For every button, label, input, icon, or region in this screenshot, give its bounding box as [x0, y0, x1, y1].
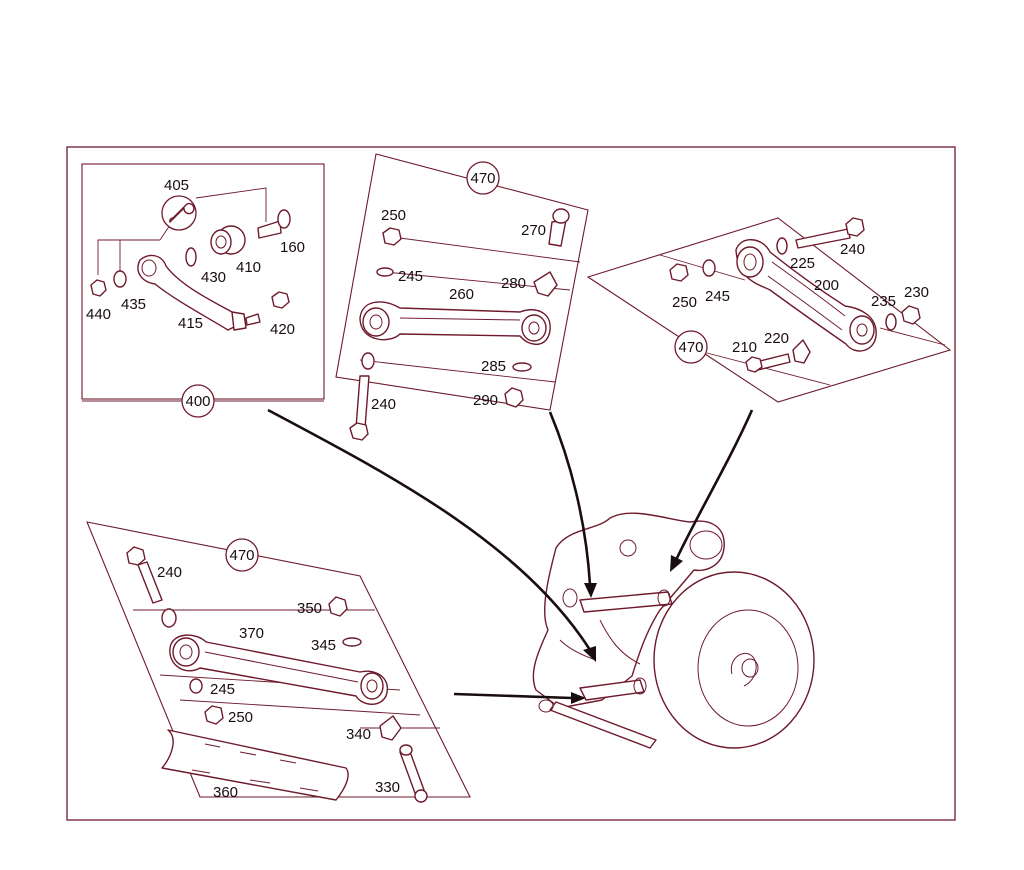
label-t270: 270	[521, 222, 546, 239]
label-405: 405	[164, 177, 189, 194]
part-345-washer	[342, 637, 362, 647]
part-200-arm	[735, 239, 877, 352]
label-b350: 350	[297, 600, 322, 617]
part-250-nut-top	[382, 227, 402, 246]
part-415-link	[137, 254, 261, 331]
part-270-bolt	[548, 208, 570, 247]
part-230-nut	[901, 305, 921, 325]
label-t240: 240	[371, 396, 396, 413]
label-t280: 280	[501, 275, 526, 292]
label-b330: 330	[375, 779, 400, 796]
pointer-arrows	[267, 408, 754, 704]
label-t245: 245	[398, 268, 423, 285]
part-240-bolt-top	[349, 375, 370, 441]
part-220-plate	[792, 339, 811, 364]
group-470-bottom-label: 470	[229, 547, 254, 564]
group-470-top-label: 470	[470, 170, 495, 187]
arrow-from-right-470	[674, 409, 754, 561]
part-160-bolt	[257, 209, 291, 239]
label-r210: 210	[732, 339, 757, 356]
label-415: 415	[178, 315, 203, 332]
part-330-bolt	[399, 744, 428, 803]
part-235-washer	[885, 313, 897, 331]
label-t290: 290	[473, 392, 498, 409]
label-r200: 200	[814, 277, 839, 294]
label-b370: 370	[239, 625, 264, 642]
part-430-washer	[185, 247, 197, 267]
label-b360: 360	[213, 784, 238, 801]
panel-400-leader	[97, 239, 160, 275]
label-435: 435	[121, 296, 146, 313]
part-260-arm	[359, 301, 551, 345]
part-410-bushing	[210, 225, 246, 255]
label-b245: 245	[210, 681, 235, 698]
arrow-from-top-470	[548, 411, 592, 586]
part-245-washer-right	[702, 259, 716, 277]
label-r240: 240	[840, 241, 865, 258]
group-470-right-circle	[674, 330, 708, 364]
outer-frame	[66, 146, 956, 821]
panel-470-top: 470	[335, 153, 589, 441]
panel-470-right: 470	[586, 217, 952, 403]
group-470-right-label: 470	[678, 339, 703, 356]
part-250-nut-bottom	[204, 705, 224, 725]
panel-400: 400 405 160 430 410 440 435 415 420	[81, 163, 325, 418]
label-b240: 240	[157, 564, 182, 581]
label-r250: 250	[672, 294, 697, 311]
part-240-washer-bottom	[161, 608, 177, 628]
label-t285: 285	[481, 358, 506, 375]
part-240-bolt-bottom	[126, 546, 163, 604]
part-225-washer	[776, 237, 788, 255]
label-b250: 250	[228, 709, 253, 726]
panel-470-bottom-border	[86, 521, 471, 798]
label-440: 440	[86, 306, 111, 323]
label-r220: 220	[764, 330, 789, 347]
part-370-arm	[169, 634, 389, 705]
label-r235: 235	[871, 293, 896, 310]
label-r245: 245	[705, 288, 730, 305]
part-250-nut-right	[669, 263, 689, 282]
label-430: 430	[201, 269, 226, 286]
part-245-washer-top	[376, 267, 394, 277]
part-440-nut	[90, 279, 107, 297]
part-340-plate	[379, 715, 402, 741]
part-245-washer-bottom	[189, 678, 203, 694]
part-420-nut	[271, 291, 290, 309]
part-210-bolt	[745, 353, 791, 373]
label-410: 410	[236, 259, 261, 276]
part-280-plate	[533, 271, 558, 297]
label-t260: 260	[449, 286, 474, 303]
arrow-from-bottom-470	[453, 692, 573, 700]
label-160: 160	[280, 239, 305, 256]
arrow-from-400	[267, 408, 592, 651]
label-r225: 225	[790, 255, 815, 272]
part-350-nut	[328, 596, 348, 617]
group-470-bottom-circle	[225, 538, 259, 572]
part-285-washer	[512, 362, 532, 372]
panel-470-top-border	[335, 153, 589, 411]
part-360-cover	[161, 729, 349, 801]
part-240-washer-top	[361, 352, 375, 370]
wrench-icon	[161, 195, 197, 231]
group-400-label: 400	[185, 393, 210, 410]
panel-470-bottom: 470	[86, 521, 471, 803]
group-470-top-circle	[466, 161, 500, 195]
label-b345: 345	[311, 637, 336, 654]
label-b340: 340	[346, 726, 371, 743]
label-420: 420	[270, 321, 295, 338]
label-t250: 250	[381, 207, 406, 224]
panel-470-right-border	[586, 217, 952, 403]
part-435-washer	[113, 270, 127, 288]
part-240-bolt-right	[795, 217, 865, 249]
part-290-nut	[504, 387, 524, 408]
label-r230: 230	[904, 284, 929, 301]
